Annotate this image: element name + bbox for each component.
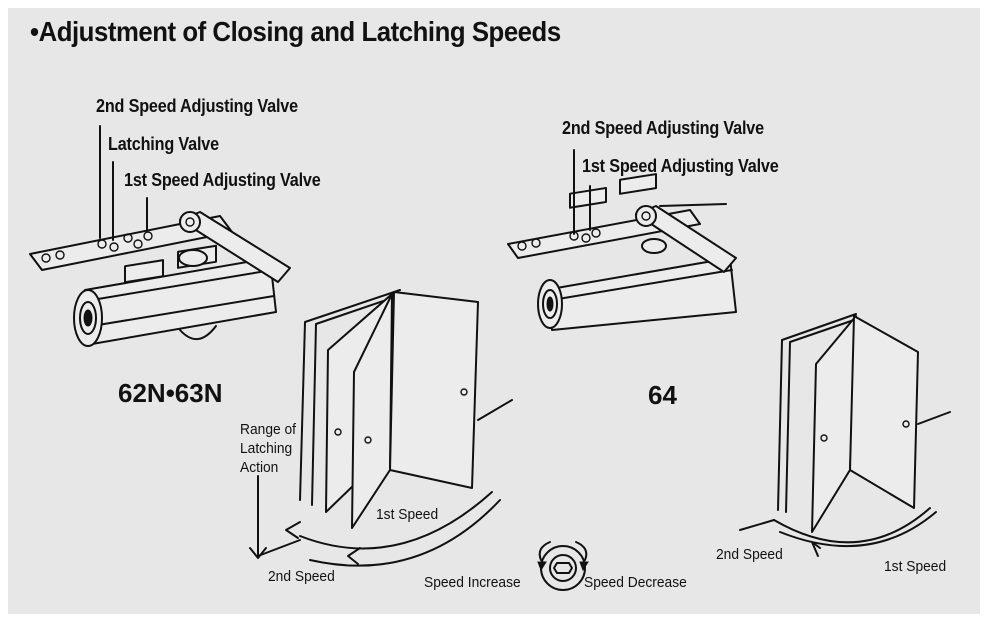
label-1st-speed-right: 1st Speed: [884, 558, 947, 575]
label-2nd-speed-valve-left: 2nd Speed Adjusting Valve: [96, 96, 298, 116]
range-line-3: Action: [240, 459, 279, 476]
door-closer-62n-63n: [29, 125, 291, 347]
model-label-64: 64: [648, 380, 677, 410]
range-line-1: Range of: [240, 421, 297, 438]
label-1st-speed-valve-right: 1st Speed Adjusting Valve: [582, 156, 779, 176]
speed-adjust-dial-icon: [537, 541, 589, 591]
label-2nd-speed-left: 2nd Speed: [268, 568, 335, 585]
range-line-2: Latching: [240, 440, 293, 457]
label-latching-valve: Latching Valve: [108, 134, 219, 154]
page-title-text: Adjustment of Closing and Latching Speed…: [38, 16, 562, 47]
page-title: •Adjustment of Closing and Latching Spee…: [30, 16, 562, 47]
door-62n-63n: [249, 289, 513, 567]
label-speed-decrease: Speed Decrease: [584, 574, 687, 591]
door-64: [739, 313, 951, 557]
door-closer-64: [507, 149, 737, 331]
model-label-62n-63n: 62N•63N: [118, 378, 223, 408]
label-range-of-latching-action: Range of Latching Action: [240, 420, 296, 477]
label-1st-speed-left: 1st Speed: [376, 506, 439, 523]
label-1st-speed-valve-left: 1st Speed Adjusting Valve: [124, 170, 321, 190]
label-speed-increase: Speed Increase: [424, 574, 521, 591]
label-2nd-speed-right: 2nd Speed: [716, 546, 783, 563]
label-2nd-speed-valve-right: 2nd Speed Adjusting Valve: [562, 118, 764, 138]
